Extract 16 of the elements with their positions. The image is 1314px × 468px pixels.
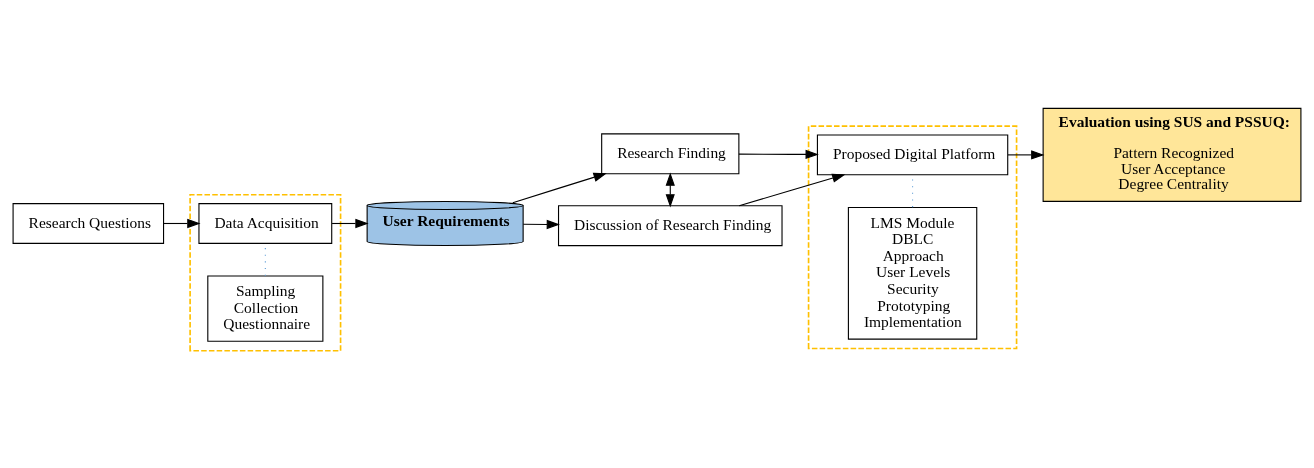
node-box: Research Questions <box>12 203 165 244</box>
arrow <box>665 172 675 208</box>
node-box: Sampling Collection Questionnaire <box>207 275 324 342</box>
arrow <box>738 173 846 207</box>
arrow <box>512 172 607 204</box>
node-box: Discussion of Research Finding <box>557 205 783 247</box>
node-box: LMS Module DBLC Approach User Levels Security Prototyping Implementation <box>847 206 978 340</box>
node-box: Research Finding <box>601 133 740 175</box>
arrow <box>331 218 369 229</box>
node-box: Data Acquisition <box>198 203 333 244</box>
arrow <box>163 218 201 229</box>
arrow <box>738 149 819 160</box>
node-box: Proposed Digital Platform <box>816 134 1009 176</box>
node-box: Evaluation using SUS and PSSUQ: Pattern Recognized User Acceptance Degree Centrality <box>1042 107 1302 202</box>
arrow <box>1007 150 1045 160</box>
arrow <box>522 219 560 230</box>
